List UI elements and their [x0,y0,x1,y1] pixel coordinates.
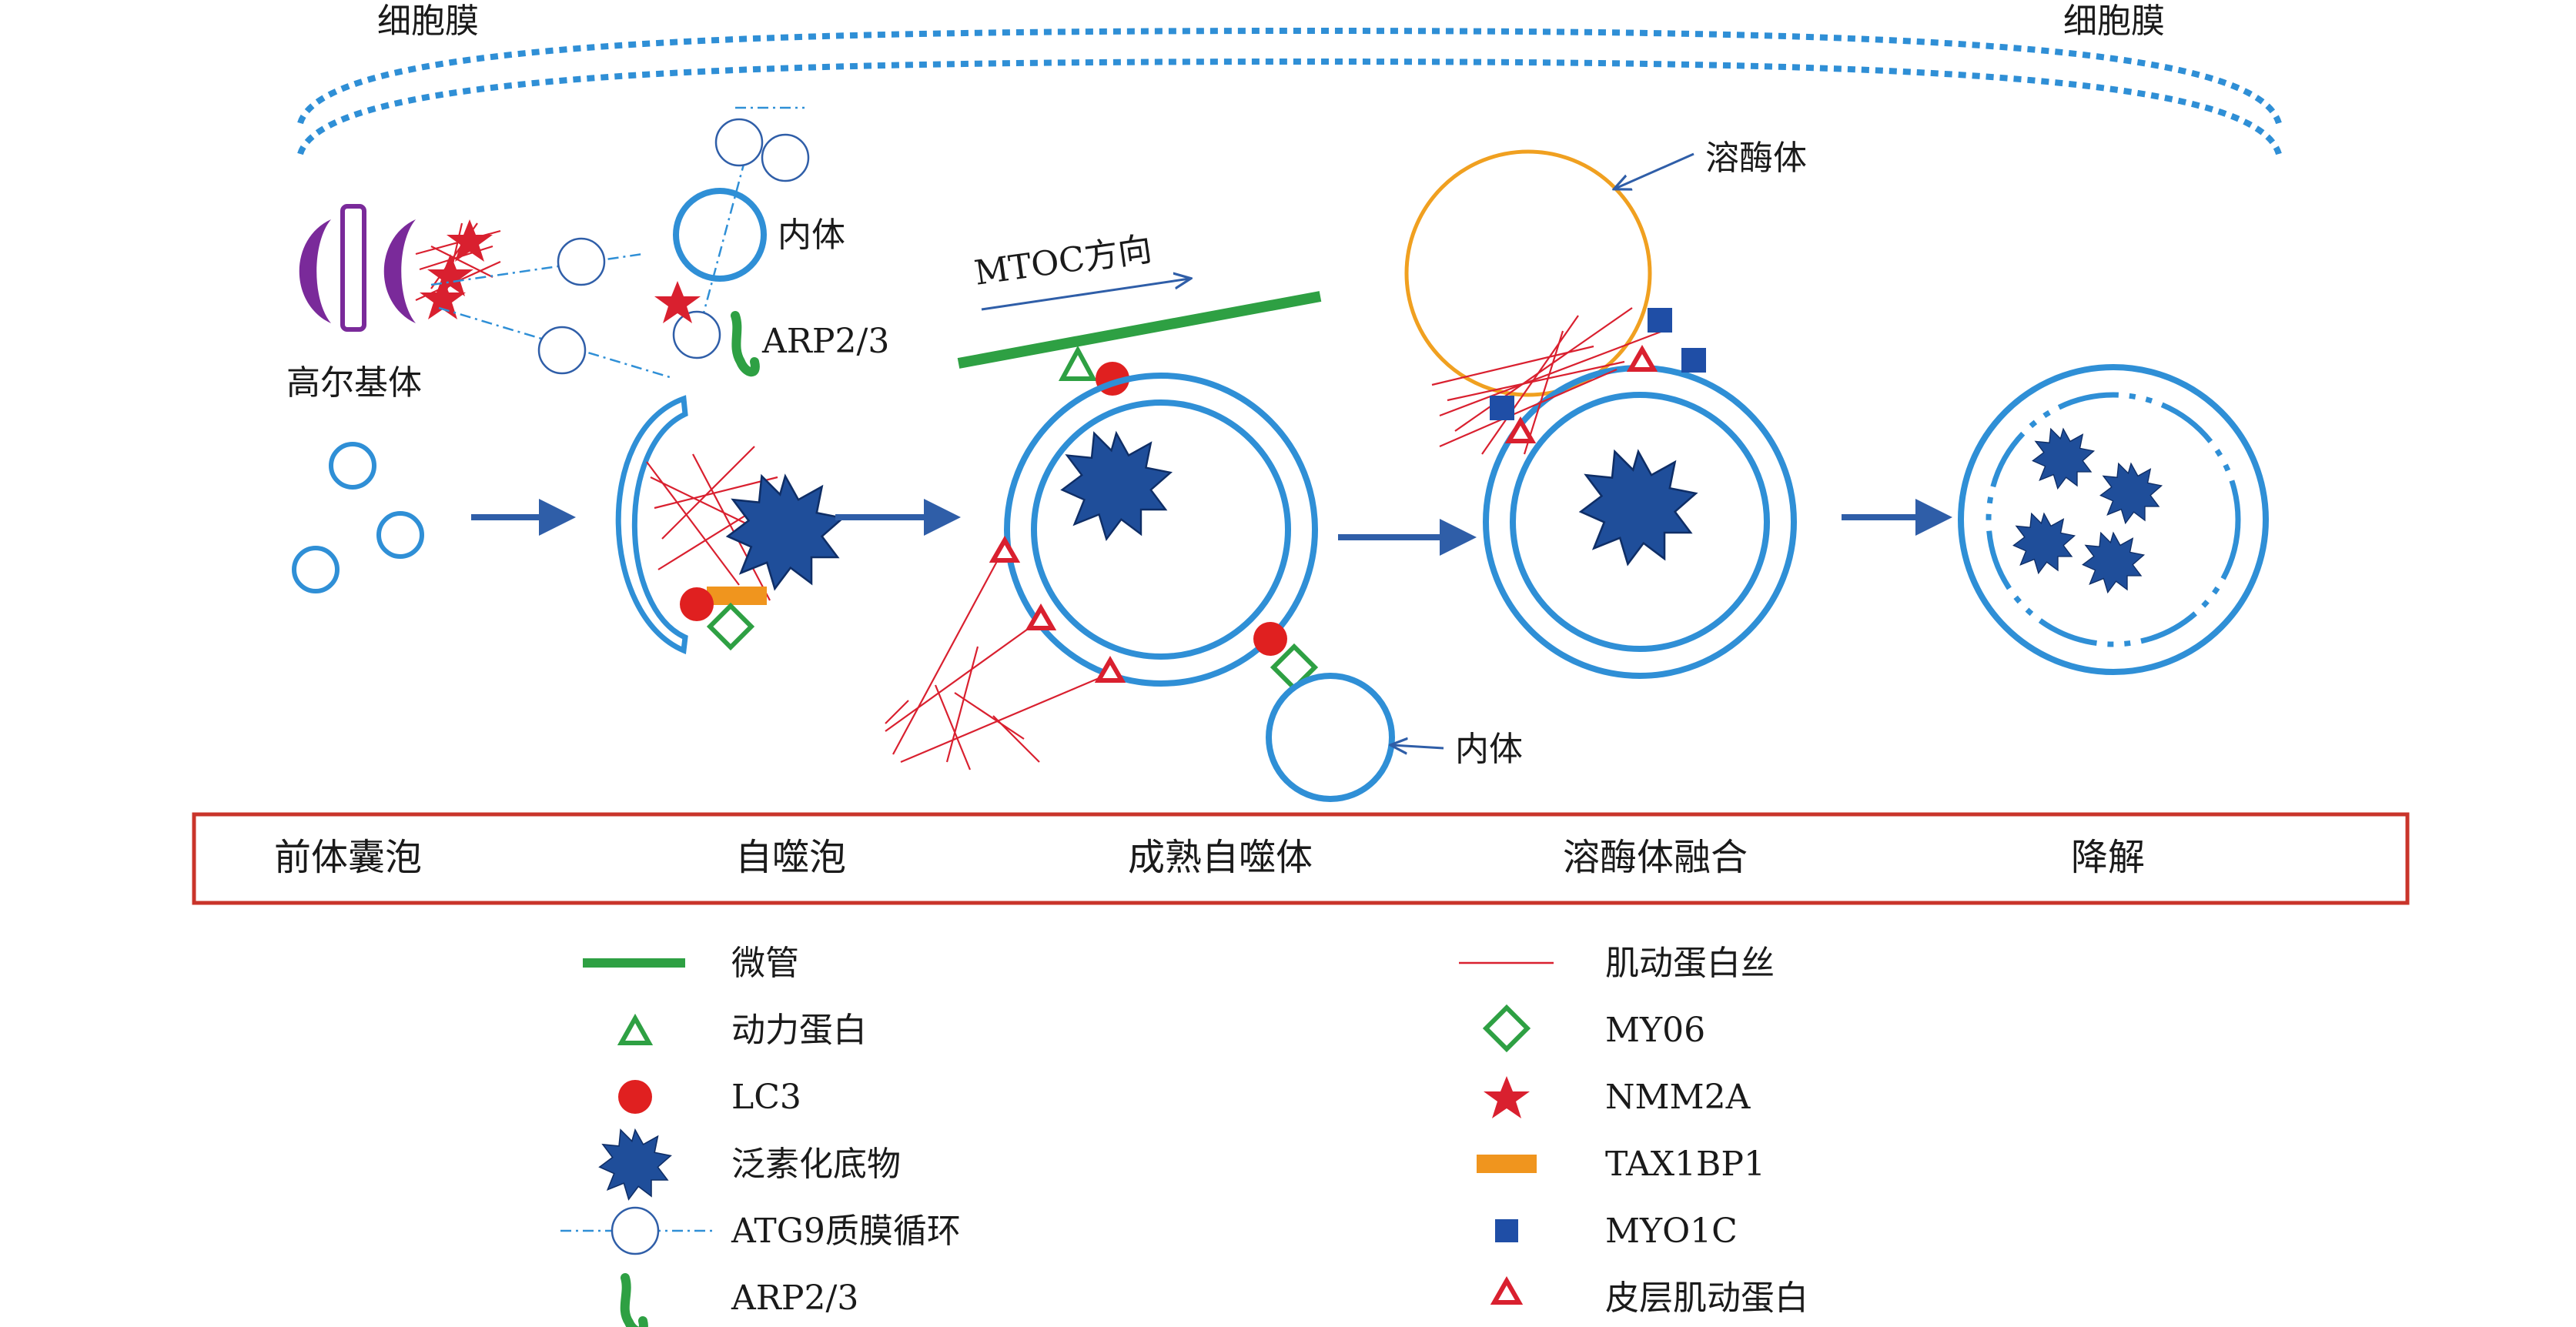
tax1bp1-legend-icon [1477,1155,1537,1173]
autophagosome-lc3 [1253,622,1287,656]
lysosome-label: 溶酶体 [1705,139,1807,178]
atg9-legend-icon [611,1206,660,1255]
endosome-top [673,188,767,282]
legend-label: 皮层肌动蛋白 [1605,1279,1808,1318]
legend-label: TAX1BP1 [1605,1145,1765,1184]
autophagosome-myo6 [1270,643,1319,692]
autophagosome-substrate [1061,432,1172,540]
dynein-legend-icon [617,1013,654,1045]
stage-bar [192,812,2410,905]
degraded-substrates [2012,428,2163,593]
legend-label: MYO1C [1605,1212,1738,1251]
legend-label: 肌动蛋白丝 [1605,944,1775,983]
fusion-myo1c [1490,308,1706,420]
lc3-legend-icon [618,1080,652,1114]
phagophore-lc3 [680,587,714,621]
legend-label: MY06 [1605,1011,1705,1050]
stage-label: 自噬泡 [735,836,846,879]
stage-label: 前体囊泡 [274,836,422,879]
endosome-bottom-pointer [1392,745,1444,748]
nmm2a-legend-icon [1484,1076,1530,1118]
golgi-apparatus [299,204,416,332]
legend-label: ARP2/3 [731,1279,858,1318]
endosome-bottom-label: 内体 [1455,730,1523,769]
cell-membrane [297,27,2282,155]
microtubule [957,291,1322,369]
golgi-label: 高尔基体 [286,363,422,403]
phagophore [615,395,688,655]
phagophore-myo6 [706,602,755,651]
arp23-top [654,281,760,377]
phagophore-substrate [726,475,845,590]
endosome-top-label: 内体 [778,216,845,255]
autophagosome-cortactin [989,535,1126,683]
autophagosome-actin-network [885,553,1102,770]
stage-label: 降解 [2071,836,2145,879]
arp23-top-label: ARP2/3 [761,322,889,361]
substrate-legend-icon [599,1129,671,1200]
cortactin-legend-icon [1490,1275,1524,1305]
autolysosome [1958,364,2269,675]
myo1c-legend-icon [1495,1219,1518,1242]
cell-membrane-label-left: 细胞膜 [377,2,479,41]
lysosome [1404,149,1652,397]
fusion-actin-filaments [1431,307,1664,455]
stage-label: 溶酶体融合 [1563,836,1748,879]
legend-label: 微管 [731,944,799,983]
legend-label: 泛素化底物 [731,1145,901,1184]
autophagosome [1004,373,1318,687]
endosome-bottom [1266,673,1395,802]
legend-label: ATG9质膜循环 [731,1212,961,1251]
mtoc-arrow [981,279,1189,311]
lysosome-pointer [1615,152,1694,189]
mtoc-dynein [1058,345,1098,381]
mtoc-label: MTOC方向 [972,229,1154,293]
myo6-legend-icon [1482,1004,1531,1053]
precursor-vesicles [292,442,424,593]
phagophore-actin [646,446,778,601]
legend-label: LC3 [731,1078,801,1117]
arp23-legend-icon [620,1273,648,1327]
autolysosome-inner-membrane [1986,392,2241,647]
legend-label: 动力蛋白 [731,1011,867,1050]
legend-right: 肌动蛋白丝 MY06 NMM2A TAX1BP1 MYO1C 皮层肌动蛋白 [1459,944,1808,1318]
fusion-cortactin [1504,344,1658,443]
cell-membrane-label-right: 细胞膜 [2063,2,2165,41]
legend-label: NMM2A [1605,1078,1751,1117]
tax1bp1-bar [707,587,767,605]
nmm2a-star-cluster [420,219,493,319]
legend-left: 微管 动力蛋白 LC3 泛素化底物 ATG9质膜循环 ARP2/3 [560,944,961,1327]
stage-label: 成熟自噬体 [1128,836,1313,879]
atg9-vesicles [537,118,810,375]
fusing-substrate [1579,450,1698,566]
